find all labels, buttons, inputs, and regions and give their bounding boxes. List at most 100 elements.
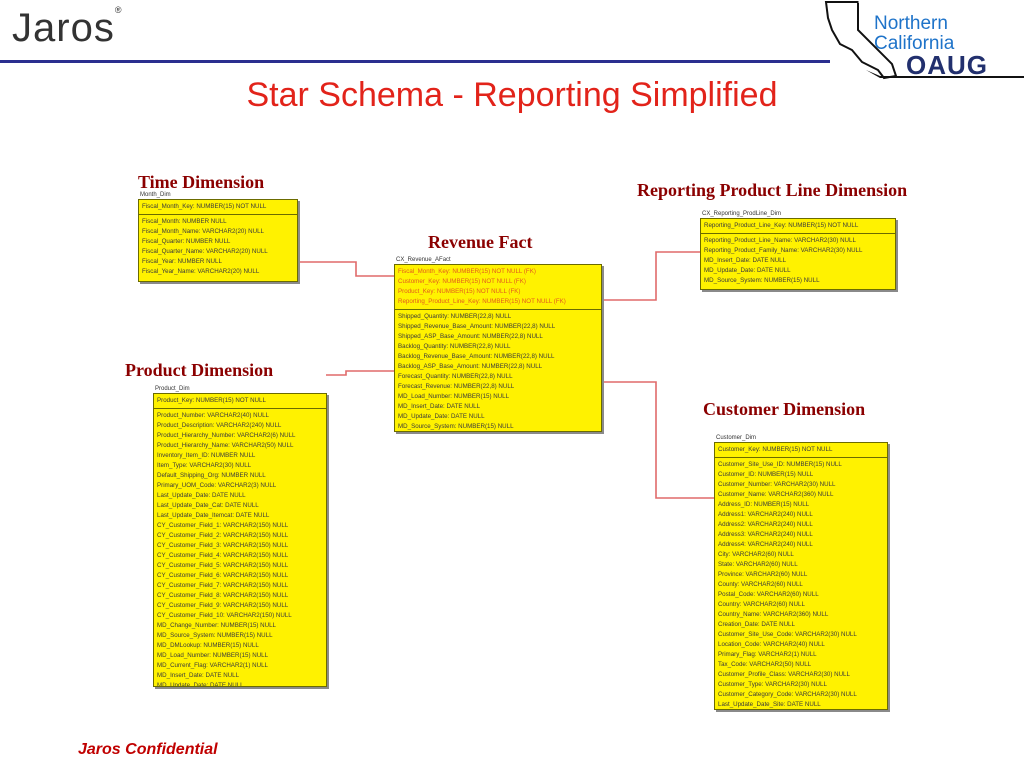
attribute-column: Primary_Flag: VARCHAR2(1) NULL [718,651,817,658]
jaros-logo: Jaros® [12,4,123,51]
attribute-column: Product_Number: VARCHAR2(40) NULL [157,412,269,419]
attribute-column: MD_Source_System: NUMBER(15) NULL [704,277,820,284]
attribute-column: CY_Customer_Field_9: VARCHAR2(150) NULL [157,602,289,609]
attribute-column: Product_Hierarchy_Number: VARCHAR2(6) NU… [157,432,296,439]
attribute-column: Customer_Profile_Class: VARCHAR2(30) NUL… [718,671,850,678]
footer-confidential: Jaros Confidential [78,741,218,758]
attribute-column: Address2: VARCHAR2(240) NULL [718,521,813,528]
attribute-column: Tax_Code: VARCHAR2(50) NULL [718,661,812,668]
connector-productline-fact [600,251,700,301]
product-dimension-table[interactable]: Product_Key: NUMBER(15) NOT NULL Product… [153,393,327,687]
key-column: Product_Key: NUMBER(15) NOT NULL [157,397,266,404]
customer-table-name: Customer_Dim [716,435,757,441]
fact-table-name: CX_Revenue_AFact [396,257,451,263]
attribute-column: Shipped_Revenue_Base_Amount: NUMBER(22,8… [398,323,556,330]
product-table-name: Product_Dim [155,386,190,392]
attribute-column: Default_Shipping_Org: NUMBER NULL [157,472,266,479]
product-attributes: Product_Number: VARCHAR2(40) NULL Product… [154,409,326,687]
attribute-column: CY_Customer_Field_3: VARCHAR2(150) NULL [157,542,289,549]
attribute-column: MD_Current_Flag: VARCHAR2(1) NULL [157,662,268,669]
attribute-column: CY_Customer_Field_10: VARCHAR2(150) NULL [157,612,292,619]
key-column: Customer_Key: NUMBER(15) NOT NULL [718,446,833,453]
attribute-column: Customer_Type: VARCHAR2(30) NULL [718,681,827,688]
attribute-column: CY_Customer_Field_7: VARCHAR2(150) NULL [157,582,289,589]
attribute-column: Country_Name: VARCHAR2(360) NULL [718,611,829,618]
registered-mark: ® [114,4,123,15]
attribute-column: MD_Update_Date: DATE NULL [157,682,244,687]
attribute-column: Location_Code: VARCHAR2(40) NULL [718,641,825,648]
attribute-column: Last_Update_Date_Site: DATE NULL [718,701,821,708]
slide-title: Star Schema - Reporting Simplified [246,76,778,114]
attribute-column: CY_Customer_Field_4: VARCHAR2(150) NULL [157,552,289,559]
attribute-column: MD_Update_Date: DATE NULL [398,413,485,420]
revenue-fact-label: Revenue Fact [428,232,533,252]
product-dimension-label: Product Dimension [125,360,274,380]
attribute-column: MD_Insert_Date: DATE NULL [157,672,240,679]
partner-logo-text: Northern California [874,14,954,54]
attribute-column: MD_Change_Number: NUMBER(15) NULL [157,622,276,629]
attribute-column: MD_Update_Date: DATE NULL [704,267,791,274]
attribute-column: Customer_Category_Code: VARCHAR2(30) NUL… [718,691,857,698]
key-column: Reporting_Product_Line_Key: NUMBER(15) N… [704,222,859,229]
product-line-keys: Reporting_Product_Line_Key: NUMBER(15) N… [701,219,895,234]
attribute-column: CY_Customer_Field_1: VARCHAR2(150) NULL [157,522,289,529]
attribute-column: Fiscal_Month: NUMBER NULL [142,218,227,225]
attribute-column: Fiscal_Quarter: NUMBER NULL [142,238,231,245]
attribute-column: County: VARCHAR2(60) NULL [718,581,803,588]
attribute-column: CY_Customer_Field_2: VARCHAR2(150) NULL [157,532,289,539]
attribute-column: Province: VARCHAR2(60) NULL [718,571,808,578]
attribute-column: Customer_Site_Use_ID: NUMBER(15) NULL [718,461,842,468]
attribute-column: Forecast_Revenue: NUMBER(22,8) NULL [398,383,515,390]
time-dimension-table[interactable]: Fiscal_Month_Key: NUMBER(15) NOT NULL Fi… [138,199,298,282]
attribute-column: Address4: VARCHAR2(240) NULL [718,541,813,548]
product-line-table-name: CX_Reporting_ProdLine_Dim [702,211,782,217]
attribute-column: MD_Load_Number: NUMBER(15) NULL [398,393,510,400]
attribute-column: MD_Source_System: NUMBER(15) NULL [398,423,514,430]
attribute-column: Fiscal_Month_Name: VARCHAR2(20) NULL [142,228,264,235]
partner-logo-line2: California [874,33,955,54]
attribute-column: Reporting_Product_Family_Name: VARCHAR2(… [704,247,863,254]
customer-dimension-table[interactable]: Customer_Key: NUMBER(15) NOT NULL Custom… [714,442,888,710]
oaug-brand: OAUG [906,50,988,80]
attribute-column: Shipped_ASP_Base_Amount: NUMBER(22,8) NU… [398,333,543,340]
attribute-column: CY_Customer_Field_8: VARCHAR2(150) NULL [157,592,289,599]
attribute-column: Country: VARCHAR2(60) NULL [718,601,805,608]
attribute-column: Inventory_Item_ID: NUMBER NULL [157,452,256,459]
california-map-icon [824,1,1024,80]
connector-product-fact [326,370,394,376]
time-dimension-label: Time Dimension [138,172,265,192]
attribute-column: Product_Hierarchy_Name: VARCHAR2(50) NUL… [157,442,294,449]
attribute-column: MD_Source_System: NUMBER(15) NULL [157,632,273,639]
revenue-fact-table[interactable]: Fiscal_Month_Key: NUMBER(15) NOT NULL (F… [394,264,602,432]
time-table-name: Month_Dim [140,192,171,198]
fact-keys: Fiscal_Month_Key: NUMBER(15) NOT NULL (F… [395,265,601,310]
attribute-column: Item_Type: VARCHAR2(30) NULL [157,462,252,469]
product-line-dimension-table[interactable]: Reporting_Product_Line_Key: NUMBER(15) N… [700,218,896,290]
attribute-column: Customer_Number: VARCHAR2(30) NULL [718,481,836,488]
attribute-column: MD_Insert_Date: DATE NULL [704,257,787,264]
foreign-key-column: Fiscal_Month_Key: NUMBER(15) NOT NULL (F… [398,268,536,275]
attribute-column: Product_Description: VARCHAR2(240) NULL [157,422,282,429]
attribute-column: Primary_UOM_Code: VARCHAR2(3) NULL [157,482,277,489]
attribute-column: Backlog_Quantity: NUMBER(22,8) NULL [398,343,511,350]
attribute-column: MD_Load_Number: NUMBER(15) NULL [157,652,269,659]
attribute-column: Address1: VARCHAR2(240) NULL [718,511,813,518]
product-line-attributes: Reporting_Product_Line_Name: VARCHAR2(30… [701,234,895,288]
time-attributes: Fiscal_Month: NUMBER NULL Fiscal_Month_Na… [139,215,297,279]
partner-logo-line1: Northern [874,13,948,34]
foreign-key-column: Reporting_Product_Line_Key: NUMBER(15) N… [398,298,566,305]
product-line-dimension-label: Reporting Product Line Dimension [637,180,908,200]
header-rule [0,60,830,63]
attribute-column: Customer_ID: NUMBER(15) NULL [718,471,814,478]
attribute-column: Fiscal_Year_Name: VARCHAR2(20) NULL [142,268,260,275]
attribute-column: Backlog_ASP_Base_Amount: NUMBER(22,8) NU… [398,363,543,370]
attribute-column: City: VARCHAR2(60) NULL [718,551,794,558]
connector-customer-fact [600,381,714,499]
time-keys: Fiscal_Month_Key: NUMBER(15) NOT NULL [139,200,297,215]
customer-attributes: Customer_Site_Use_ID: NUMBER(15) NULL Cus… [715,458,887,709]
customer-dimension-label: Customer Dimension [703,399,866,419]
key-column: Fiscal_Month_Key: NUMBER(15) NOT NULL [142,203,267,210]
attribute-column: CY_Customer_Field_5: VARCHAR2(150) NULL [157,562,289,569]
attribute-column: MD_DMLookup: NUMBER(15) NULL [157,642,259,649]
